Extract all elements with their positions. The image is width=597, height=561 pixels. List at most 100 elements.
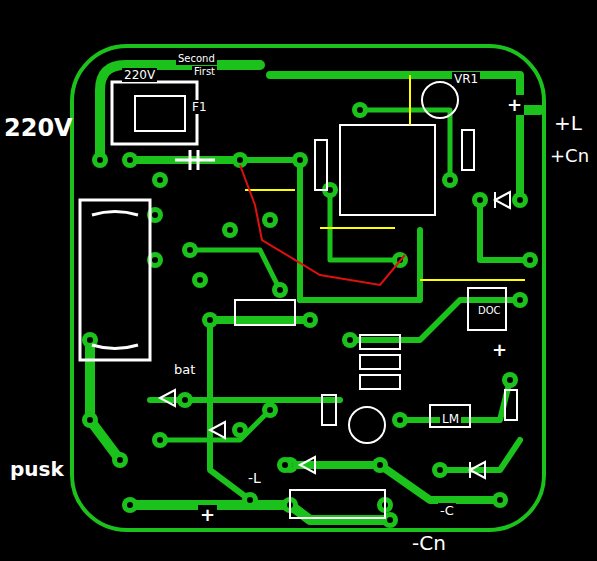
diode-outline [360,375,400,389]
pad-hole [267,407,273,413]
pad-hole [477,197,483,203]
capacitor-body [175,159,215,162]
pad-hole [197,277,203,283]
pad-hole [157,437,163,443]
pad-hole [397,417,403,423]
jumper-wire-red [240,165,405,285]
silkscreen-label: pusk [8,458,66,480]
pad-hole [117,457,123,463]
pad [92,152,108,168]
diode-symbol [495,192,510,208]
pad [192,272,208,288]
relay-outline [468,288,506,330]
pad [122,152,138,168]
capacitor-outline [290,490,385,518]
silkscreen [80,82,517,518]
silkscreen-label: DOC [476,305,503,317]
diode-outline [360,355,400,369]
pad-hole [282,462,288,468]
pad-hole [157,177,163,183]
resistor-outline [505,390,517,420]
pad [272,282,288,298]
pad [277,457,293,473]
pad [182,242,198,258]
pad [202,312,218,328]
pad [292,152,308,168]
transistor-outline [349,407,385,443]
pad [502,372,518,388]
pad-hole [277,287,283,293]
pad-hole [347,337,353,343]
jumper-wire [320,227,395,229]
pad [122,497,138,513]
pad [177,392,193,408]
regulator-outline [430,405,470,427]
pad [352,102,368,118]
pad [242,492,258,508]
silkscreen-label: -L [246,470,263,486]
pad-hole [437,467,443,473]
silkscreen-label: Second [176,53,217,65]
jumper-wire [420,279,525,281]
pad-hole [227,227,233,233]
pad-hole [497,497,503,503]
pad-hole [207,317,213,323]
fuse-holder [135,96,185,131]
pad-hole [517,197,523,203]
pad [432,462,448,478]
pad-hole [237,427,243,433]
transformer-core [92,212,138,349]
pad-hole [527,257,533,263]
silkscreen-label: +Cn [548,146,591,166]
trimmer-outline [422,82,458,118]
pad [512,192,528,208]
pad-hole [447,177,453,183]
pad [232,422,248,438]
jumper-wire [245,189,295,191]
diode-symbol [210,422,225,438]
pad-hole [127,157,133,163]
copper-traces [90,65,540,520]
jumper-wires [240,75,525,285]
pad-hole [267,217,273,223]
pad-hole [387,517,393,523]
pad [262,212,278,228]
pad-hole [87,337,93,343]
pad [392,412,408,428]
silkscreen-label: + [490,340,509,360]
silkscreen-label: F1 [190,100,209,114]
resistor-outline [462,130,474,170]
pad [152,172,168,188]
silkscreen-label: bat [172,362,197,377]
jumper-wire [409,75,411,125]
silkscreen-label: 220V [122,68,157,82]
diode-symbol [160,390,175,406]
pad [302,312,318,328]
pad-hole [127,502,133,508]
capacitor-plate [189,150,192,170]
pad [222,222,238,238]
pad-hole [187,247,193,253]
silkscreen-label: 220V [2,115,75,141]
pad-hole [97,157,103,163]
silkscreen-label: + [198,505,217,525]
pad-hole [247,497,253,503]
pad-hole [182,397,188,403]
pad [262,402,278,418]
pad [512,292,528,308]
silkscreen-label: -Cn [410,532,448,554]
ic-outline [340,125,435,215]
capacitor-outline [235,300,295,325]
pad-hole [87,417,93,423]
diode-symbol [300,457,315,473]
pad [492,492,508,508]
pad-hole [507,377,513,383]
pad-hole [152,257,158,263]
resistor-outline [322,395,336,425]
pad [472,192,488,208]
diode-symbol [470,462,485,478]
silkscreen-label: VR1 [452,72,480,86]
pad [342,332,358,348]
